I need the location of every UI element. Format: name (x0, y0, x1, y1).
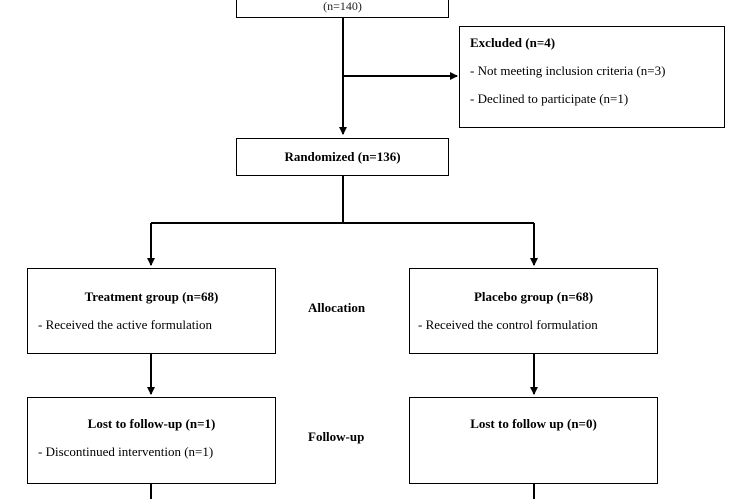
placebo-followup-title: Lost to follow up (n=0) (470, 416, 597, 431)
allocation-stage-label: Allocation (308, 300, 366, 315)
enrollment-box: (n=140) (236, 0, 449, 18)
treatment-group-box: Treatment group (n=68) - Received the ac… (27, 268, 276, 354)
treatment-followup-detail: - Discontinued intervention (n=1) (38, 444, 214, 459)
treatment-followup-box: Lost to follow-up (n=1) - Discontinued i… (27, 397, 276, 484)
excluded-item: - Not meeting inclusion criteria (n=3) (470, 63, 666, 78)
placebo-group-box: Placebo group (n=68) - Received the cont… (409, 268, 658, 354)
excluded-box: Excluded (n=4) - Not meeting inclusion c… (459, 26, 725, 128)
placebo-group-detail: - Received the control formulation (418, 317, 598, 332)
treatment-followup-title: Lost to follow-up (n=1) (87, 416, 216, 431)
randomized-box: Randomized (n=136) (236, 138, 449, 176)
excluded-item: - Declined to participate (n=1) (470, 91, 629, 106)
placebo-followup-box: Lost to follow up (n=0) (409, 397, 658, 484)
placebo-group-title: Placebo group (n=68) (473, 289, 594, 304)
excluded-title: Excluded (n=4) (470, 35, 556, 50)
treatment-group-detail: - Received the active formulation (38, 317, 212, 332)
followup-stage-label: Follow-up (308, 429, 365, 444)
treatment-group-title: Treatment group (n=68) (84, 289, 219, 304)
randomized-title: Randomized (n=136) (284, 149, 401, 164)
enrollment-count: (n=140) (323, 0, 362, 13)
